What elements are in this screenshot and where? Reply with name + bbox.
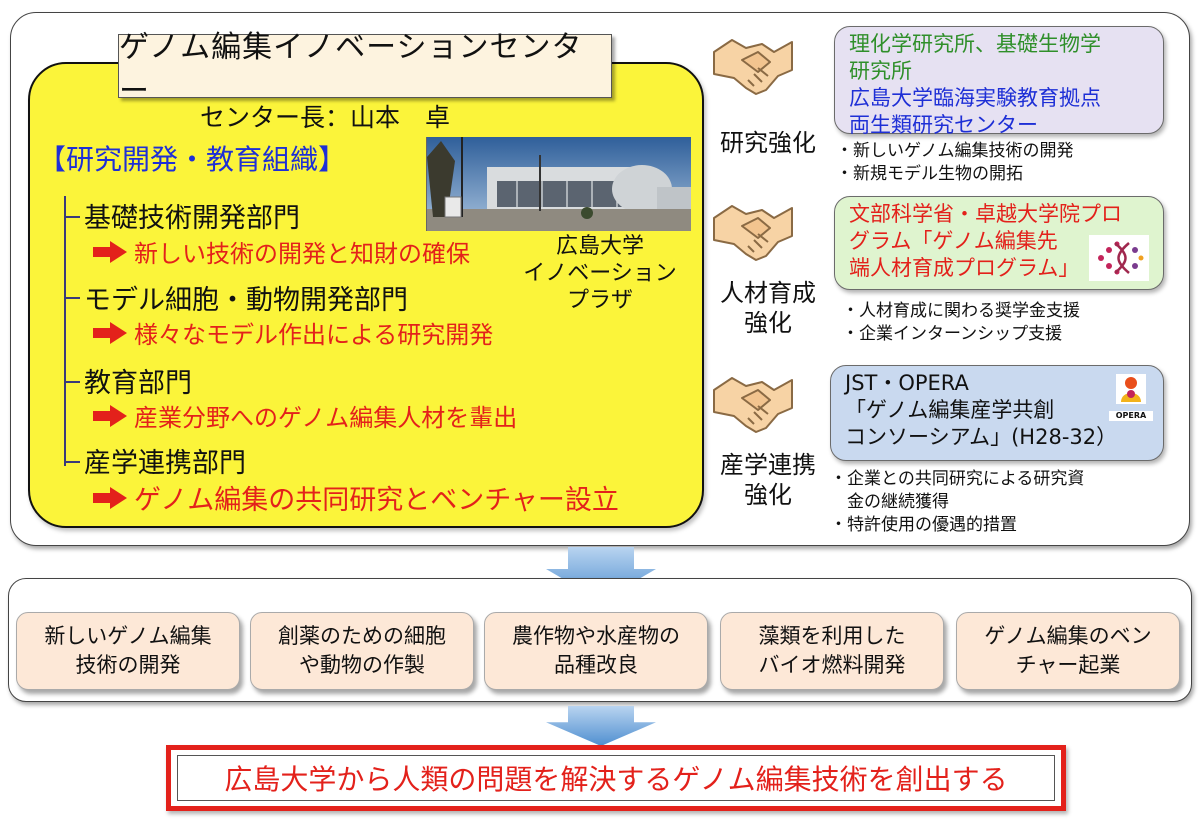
org-tree-branch	[64, 381, 80, 383]
category-label: 産学連携 強化	[708, 450, 828, 510]
category-label-line: 産学連携	[720, 451, 816, 479]
outcome-line: 農作物や水産物の	[512, 624, 680, 648]
department-industry-collab: 産学連携部門	[84, 448, 246, 479]
partner-line: グラム「ゲノム編集先	[849, 229, 1058, 253]
bullet-item: 金の継続獲得	[830, 492, 949, 512]
outcome-box: 新しいゲノム編集技術の開発	[16, 612, 240, 690]
category-label: 人材育成 強化	[708, 278, 828, 338]
org-heading: 【研究開発・教育組織】	[38, 143, 347, 176]
partner-line: 「ゲノム編集産学共創	[845, 398, 1055, 422]
partner-box-research: 理化学研究所、基礎生物学 研究所 広島大学臨海実験教育拠点 両生類研究センター	[834, 26, 1164, 137]
org-tree-line	[64, 196, 66, 466]
department-goal-text: 様々なモデル作出による研究開発	[134, 321, 494, 349]
department-goal-text: 新しい技術の開発と知財の確保	[134, 240, 470, 268]
department-goal: ゲノム編集の共同研究とベンチャー設立	[92, 478, 619, 517]
department-goal-text: 産業分野へのゲノム編集人材を輩出	[134, 404, 518, 432]
outcome-box: 藻類を利用したバイオ燃料開発	[720, 612, 944, 690]
partner-line: 広島大学臨海実験教育拠点	[849, 86, 1101, 110]
outcome-box: 創薬のための細胞や動物の作製	[250, 612, 474, 690]
outcome-box: ゲノム編集のベンチャー起業	[956, 612, 1180, 690]
opera-logo-text: OPERA	[1109, 411, 1153, 421]
partner-line: 文部科学省・卓越大学院プロ	[849, 202, 1122, 226]
final-statement: 広島大学から人類の問題を解決するゲノム編集技術を創出する	[177, 755, 1055, 801]
partner-line: JST・OPERA	[845, 371, 969, 395]
bullet-list: ・新しいゲノム編集技術の開発 ・新規モデル生物の開拓	[836, 140, 1074, 186]
org-tree-branch	[64, 461, 80, 463]
bullet-item: ・新規モデル生物の開拓	[836, 164, 1023, 184]
partner-line: コンソーシアム」(H28-32）	[845, 425, 1118, 449]
department-goal: 新しい技術の開発と知財の確保	[92, 234, 470, 269]
department-model-cells: モデル細胞・動物開発部門	[84, 285, 408, 316]
partner-line: 研究所	[849, 59, 912, 83]
category-label-line: 強化	[744, 309, 792, 337]
photo-caption: 広島大学 イノベーション プラザ	[520, 233, 680, 314]
handshake-icon	[712, 196, 794, 266]
partner-line: 理化学研究所、基礎生物学	[849, 32, 1101, 56]
category-label-line: 研究強化	[720, 129, 816, 157]
program-logo-icon	[1089, 235, 1149, 281]
department-education: 教育部門	[84, 368, 192, 399]
photo-caption-line: 広島大学	[555, 234, 644, 259]
bullet-item: ・企業との共同研究による研究資	[830, 469, 1085, 489]
category-label-line: 人材育成	[720, 279, 816, 307]
category-label-line: 強化	[744, 481, 792, 509]
down-arrow-icon	[546, 706, 656, 746]
red-arrow-icon	[92, 486, 128, 510]
outcome-box: 農作物や水産物の品種改良	[484, 612, 708, 690]
photo-caption-line: プラザ	[566, 288, 633, 313]
partner-line: 端人材育成プログラム」	[849, 256, 1080, 280]
red-arrow-icon	[92, 404, 128, 428]
partner-line: 両生類研究センター	[849, 113, 1038, 137]
opera-logo: OPERA	[1109, 374, 1153, 422]
partner-box-industry: JST・OPERA 「ゲノム編集産学共創 コンソーシアム」(H28-32） OP…	[830, 365, 1164, 461]
outcome-line: バイオ燃料開発	[758, 653, 906, 677]
department-goal-text: ゲノム編集の共同研究とベンチャー設立	[134, 485, 619, 516]
down-arrow-icon	[546, 547, 656, 601]
bullet-list: ・企業との共同研究による研究資 金の継続獲得 ・特許使用の優遇的措置	[830, 468, 1084, 537]
handshake-icon	[712, 368, 794, 438]
opera-logo-icon	[1116, 374, 1146, 404]
outcome-line: 藻類を利用した	[758, 624, 906, 648]
final-statement-box: 広島大学から人類の問題を解決するゲノム編集技術を創出する	[166, 745, 1066, 811]
handshake-icon	[712, 30, 794, 100]
outcome-line: 品種改良	[554, 653, 638, 677]
center-title: ゲノム編集イノベーションセンター	[118, 30, 612, 109]
partner-box-education: 文部科学省・卓越大学院プロ グラム「ゲノム編集先 端人材育成プログラム」	[834, 196, 1164, 290]
bullet-item: ・企業インターンシップ支援	[842, 324, 1063, 344]
outcome-line: 新しいゲノム編集	[44, 624, 212, 648]
building-photo	[426, 137, 691, 231]
outcome-line: や動物の作製	[299, 653, 425, 677]
department-goal: 様々なモデル作出による研究開発	[92, 315, 493, 350]
outcome-line: チャー起業	[1015, 653, 1121, 677]
red-arrow-icon	[92, 321, 128, 345]
category-label: 研究強化	[712, 128, 824, 158]
bullet-item: ・新しいゲノム編集技術の開発	[836, 141, 1074, 161]
bullet-list: ・人材育成に関わる奨学金支援 ・企業インターンシップ支援	[842, 300, 1080, 346]
red-arrow-icon	[92, 240, 128, 264]
department-basic-tech: 基礎技術開発部門	[84, 203, 300, 234]
bullet-item: ・特許使用の優遇的措置	[830, 515, 1017, 535]
photo-caption-line: イノベーション	[523, 261, 677, 286]
outcome-line: ゲノム編集のベン	[984, 624, 1152, 648]
director-name: センター長：山本 卓	[200, 103, 451, 132]
org-tree-branch	[64, 216, 80, 218]
bullet-item: ・人材育成に関わる奨学金支援	[842, 301, 1080, 321]
department-goal: 産業分野へのゲノム編集人材を輩出	[92, 398, 517, 433]
org-tree-branch	[64, 297, 80, 299]
outcome-line: 技術の開発	[75, 653, 181, 677]
outcome-line: 創薬のための細胞	[278, 624, 446, 648]
